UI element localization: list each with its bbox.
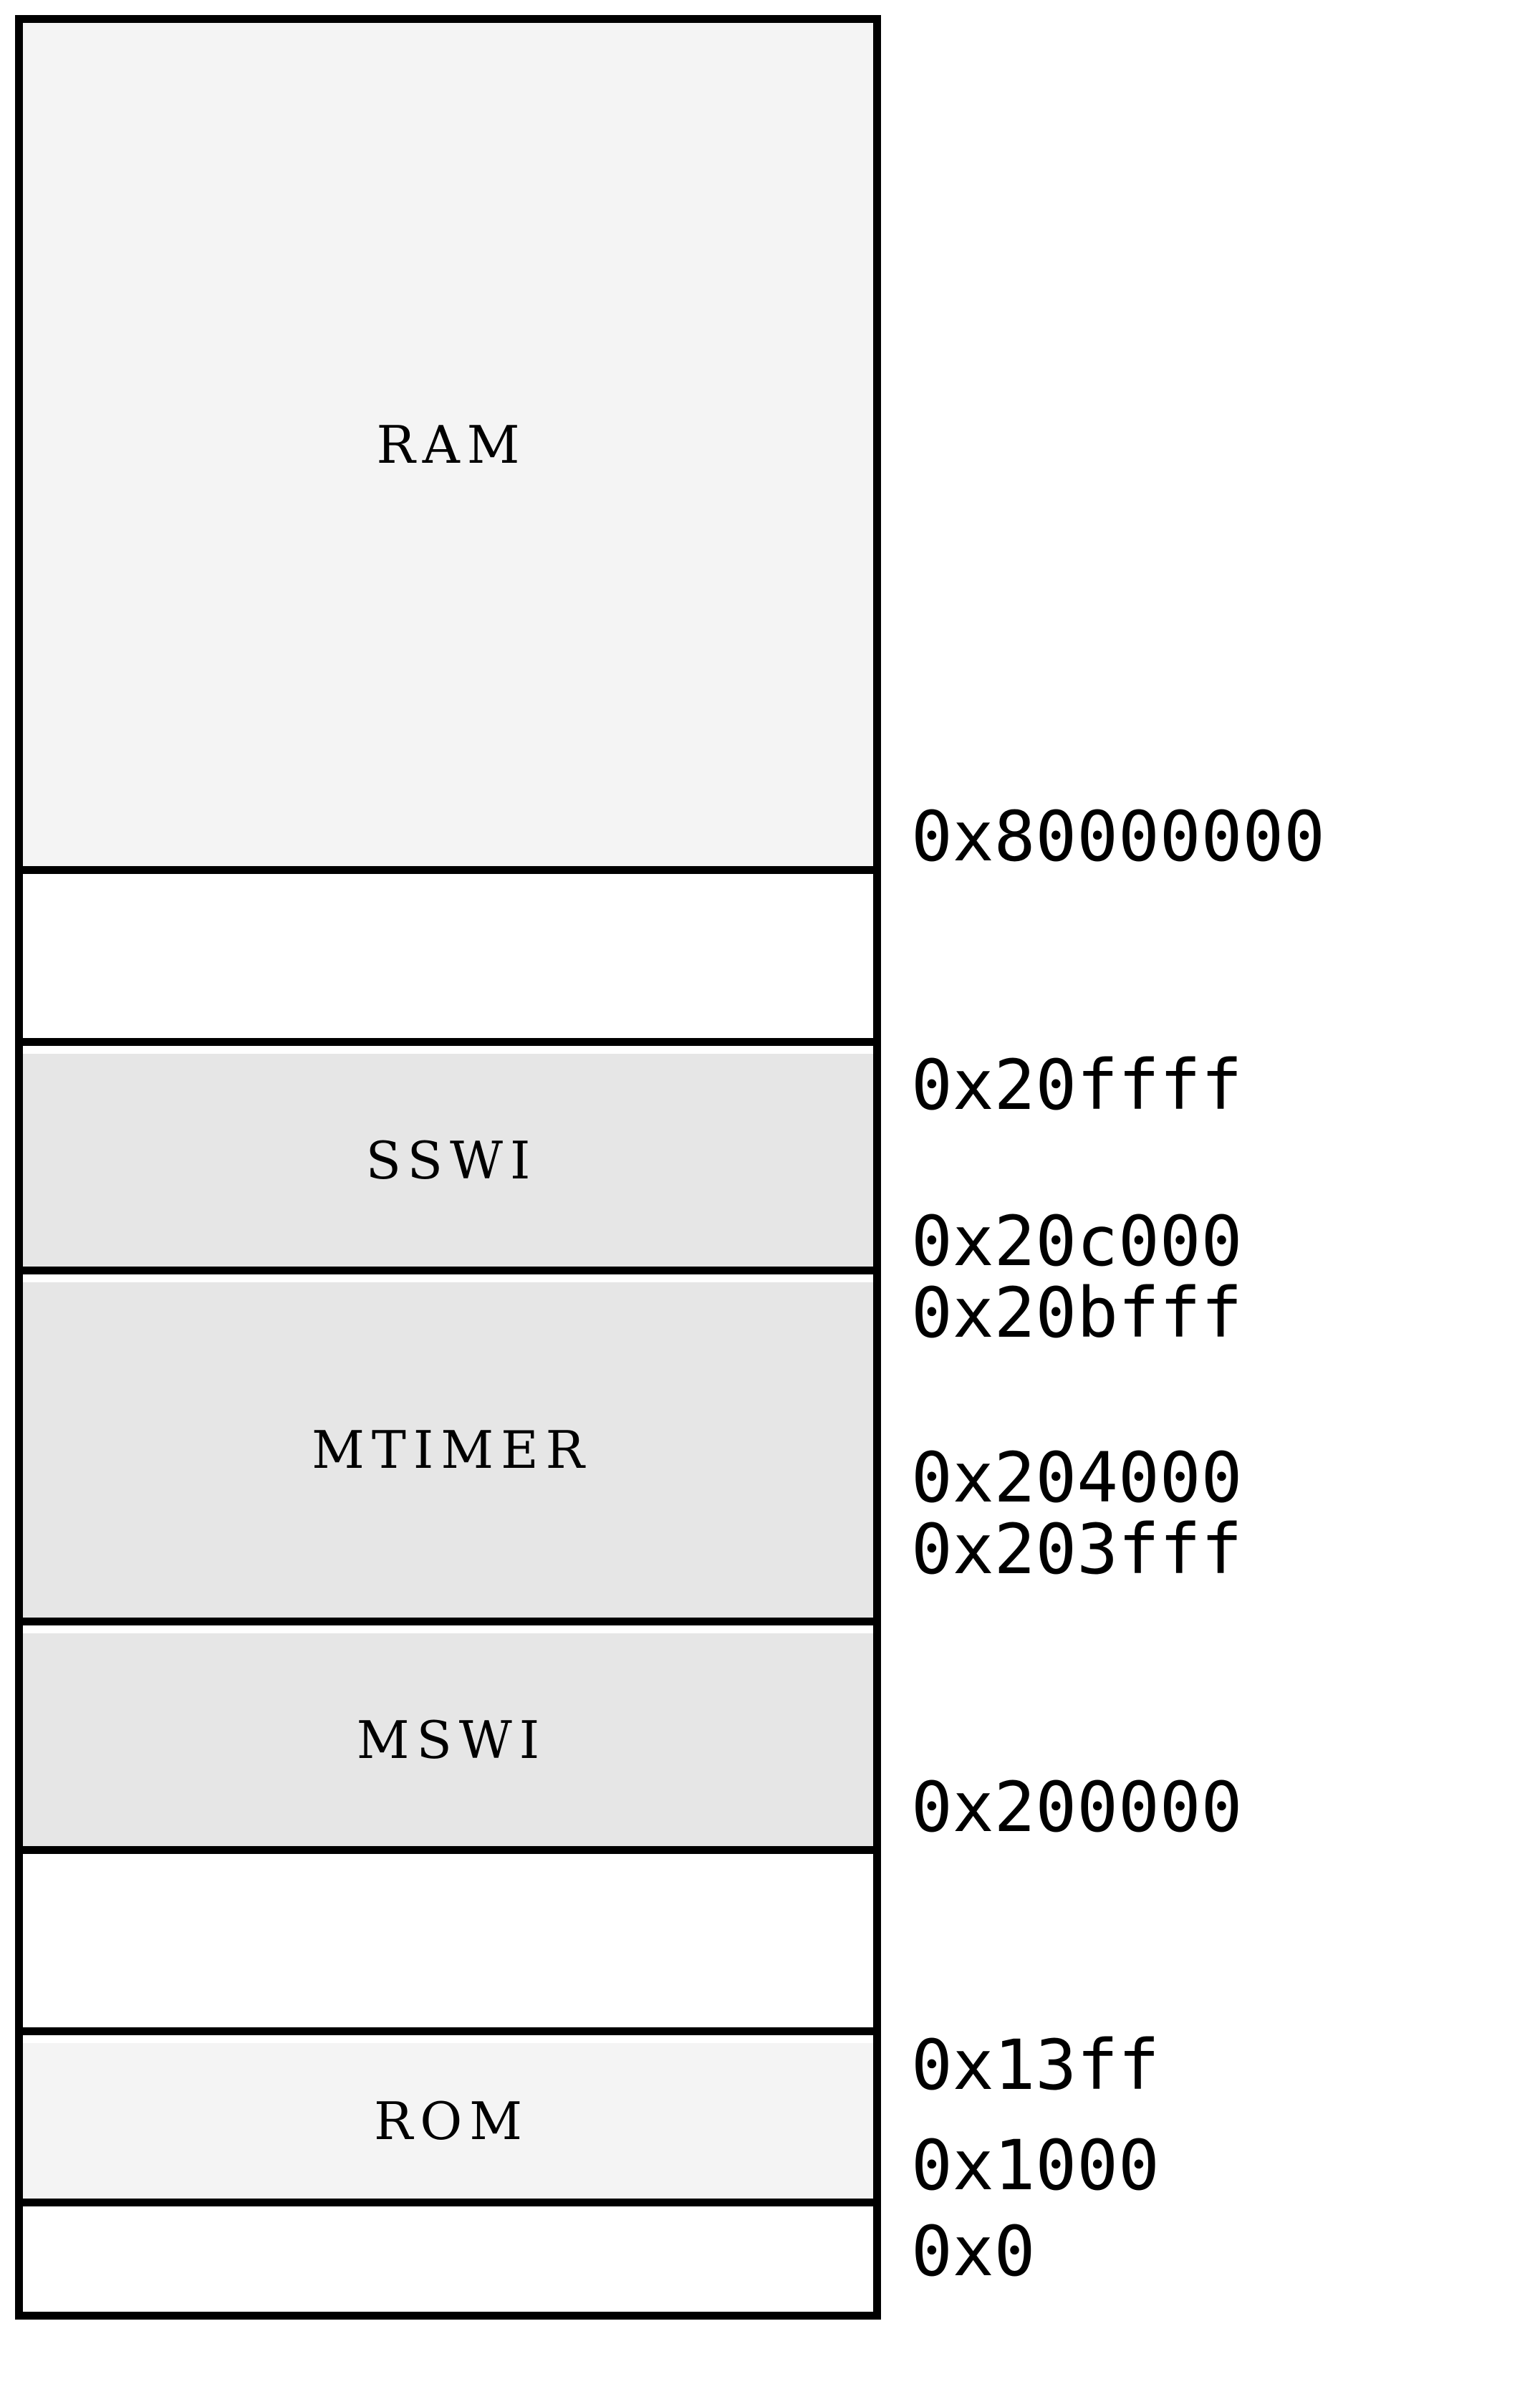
address-label-zero: 0x0 xyxy=(911,2211,1036,2292)
memory-map-frame: RAM SSWI MTIMER MSWI ROM xyxy=(15,15,881,2320)
region-ram: RAM xyxy=(23,23,873,874)
region-gap-top xyxy=(23,882,873,1046)
region-label-mtimer: MTIMER xyxy=(312,1420,592,1480)
address-label-mswi-base: 0x200000 xyxy=(911,1767,1243,1848)
region-label-ram: RAM xyxy=(376,414,527,475)
region-rom: ROM xyxy=(23,2043,873,2206)
address-label-mswi-top: 0x203fff xyxy=(911,1509,1243,1590)
address-label-ram-base: 0x80000000 xyxy=(911,797,1325,877)
address-label-rom-top: 0x13ff xyxy=(911,2025,1160,2105)
address-label-mtimer-base: 0x204000 xyxy=(911,1438,1243,1518)
address-label-sswi-top: 0x20ffff xyxy=(911,1045,1243,1125)
region-mswi: MSWI xyxy=(23,1633,873,1854)
region-label-mswi: MSWI xyxy=(356,1709,547,1770)
region-label-sswi: SSWI xyxy=(365,1130,538,1191)
address-label-sswi-base: 0x20c000 xyxy=(911,1201,1243,1282)
region-gap-mid xyxy=(23,1862,873,2035)
region-sswi: SSWI xyxy=(23,1054,873,1274)
address-label-mtimer-top: 0x20bfff xyxy=(911,1273,1243,1353)
address-label-rom-base: 0x1000 xyxy=(911,2125,1160,2206)
region-gap-low xyxy=(23,2214,873,2312)
region-mtimer: MTIMER xyxy=(23,1282,873,1625)
region-label-rom: ROM xyxy=(374,2090,529,2151)
